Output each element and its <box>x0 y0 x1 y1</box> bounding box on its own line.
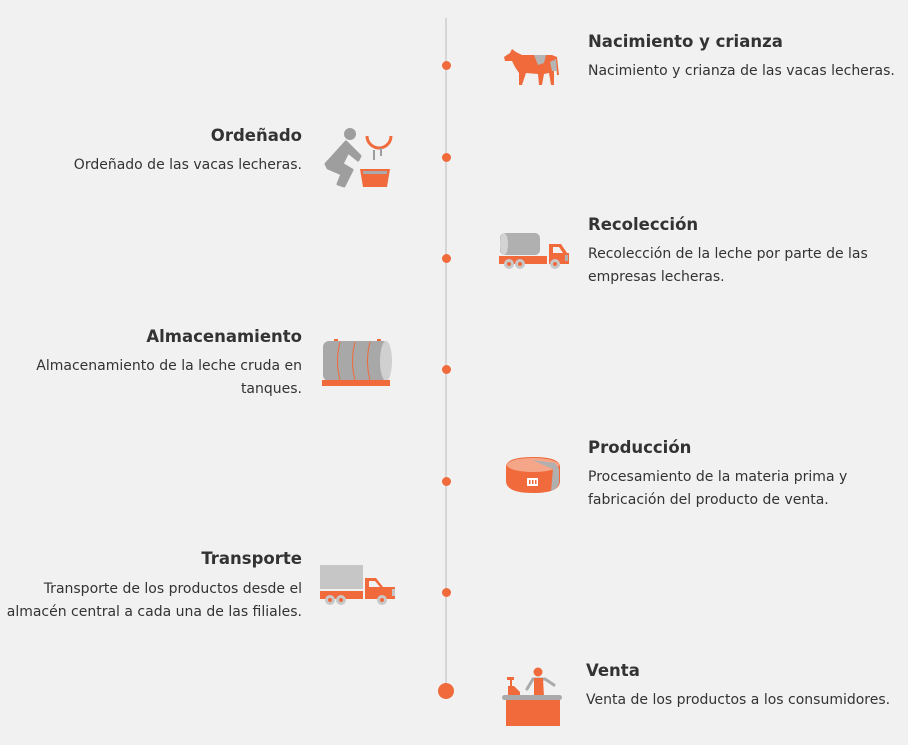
timeline-dot <box>441 153 451 162</box>
step-description: Transporte de los productos desde el alm… <box>6 581 302 620</box>
timeline-dot <box>441 477 451 486</box>
timeline-dot <box>441 254 451 263</box>
cow-icon <box>504 49 559 85</box>
cashier-icon <box>502 667 562 726</box>
timeline-dot <box>441 61 451 70</box>
step-title: Transporte <box>201 549 302 568</box>
storage-tank-icon <box>322 339 392 386</box>
timeline-end-dot <box>438 683 454 699</box>
timeline-dot <box>441 588 451 597</box>
delivery-truck-icon <box>320 565 395 605</box>
step-title: Venta <box>586 661 640 680</box>
step-title: Almacenamiento <box>146 327 302 346</box>
milking-icon <box>324 128 393 188</box>
tanker-truck-icon <box>499 233 569 269</box>
timeline-dot <box>441 365 451 374</box>
step-description: Recolección de la leche por parte de las… <box>588 246 868 285</box>
step-description: Ordeñado de las vacas lecheras. <box>73 157 302 173</box>
timeline-line <box>445 18 447 690</box>
step-title: Recolección <box>588 215 699 234</box>
step-description: Almacenamiento de la leche cruda en tanq… <box>36 358 302 397</box>
step-title: Ordeñado <box>210 126 302 145</box>
step-description: Nacimiento y crianza de las vacas lecher… <box>588 63 895 79</box>
step-title: Producción <box>588 438 692 457</box>
step-description: Venta de los productos a los consumidore… <box>586 692 891 708</box>
step-description: Procesamiento de la materia prima y fabr… <box>588 469 848 508</box>
step-title: Nacimiento y crianza <box>588 32 783 51</box>
cheese-icon <box>506 457 560 493</box>
